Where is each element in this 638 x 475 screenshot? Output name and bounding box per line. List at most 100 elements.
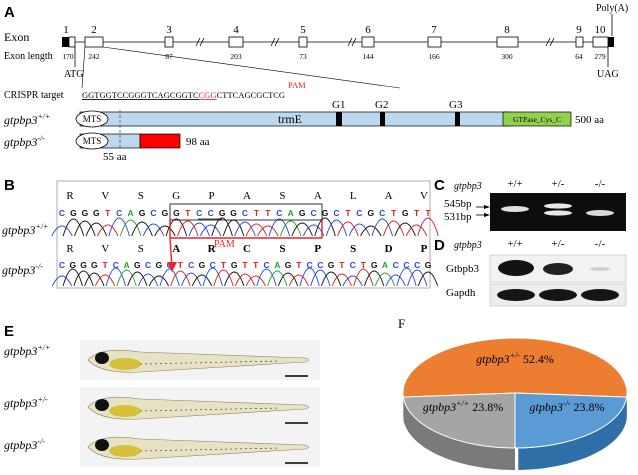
genotype-sup: +/+	[37, 112, 50, 121]
nucleotide: T	[296, 260, 302, 270]
nucleotide: G	[199, 260, 206, 270]
trace-peak	[417, 217, 439, 237]
b-wt-genotype-label: gtpbp3+/+	[2, 222, 48, 237]
exon-numbers: 1 2 3 4 5 6 7 8 9 10	[63, 24, 606, 36]
nucleotide: C	[59, 208, 65, 218]
ko-frameshift-region	[139, 133, 181, 149]
exon-8	[496, 36, 519, 48]
nucleotide: C	[242, 208, 248, 218]
genotype-sup: +/-	[510, 351, 521, 360]
trace-peak	[385, 274, 406, 287]
exon-4	[228, 36, 244, 48]
trace-peak	[127, 271, 148, 287]
nucleotide: A	[288, 208, 294, 218]
exon-lengths: 170 242 87 203 73 144 166 300 64 279	[62, 52, 606, 61]
panel-c-label: C	[434, 177, 445, 194]
nucleotide: T	[345, 208, 351, 218]
pam-label-b: PAM	[214, 239, 235, 250]
deletion-arrowhead	[167, 262, 177, 272]
blot-band	[543, 263, 573, 275]
pam-label-a: PAM	[288, 80, 306, 90]
genotype-sup: -/-	[37, 437, 45, 446]
trace-peak	[105, 267, 126, 287]
trace-peak	[288, 274, 309, 287]
amino-acid: D	[385, 243, 393, 255]
amino-acid: S	[138, 190, 144, 202]
nucleotide: A	[128, 208, 134, 218]
trace-peak	[116, 269, 137, 287]
exon-boxes	[62, 36, 614, 48]
g2-motif	[380, 112, 385, 126]
nucleotide: G	[162, 208, 169, 218]
exon-number: 6	[365, 24, 371, 36]
trace-peak	[353, 268, 374, 287]
ko-genotype-label: gtpbp3-/-	[4, 134, 45, 149]
trace-peak	[142, 223, 165, 237]
nucleotide: T	[254, 208, 260, 218]
amino-acid: A	[314, 190, 322, 202]
pie-slice	[402, 337, 628, 398]
exon-length: 144	[362, 52, 374, 61]
trace-peak	[177, 220, 199, 237]
exon-number: 8	[504, 24, 510, 36]
amino-acid: P	[421, 243, 428, 255]
amino-acid: R	[66, 190, 74, 202]
exon-number: 7	[431, 24, 437, 36]
genotype-name: gtpbp3	[4, 438, 37, 452]
gel-band	[586, 210, 614, 216]
nucleotide: C	[208, 208, 214, 218]
genotype-name: gtpbp3	[4, 113, 37, 127]
exon-number: 10	[595, 24, 607, 36]
g1-label: G1	[332, 99, 345, 111]
gel-band	[501, 206, 529, 212]
trace-peak	[234, 273, 256, 287]
nucleotide: C	[393, 260, 399, 270]
trace-peak	[405, 224, 428, 237]
amino-acid: V	[101, 190, 109, 202]
nucleotide: C	[188, 260, 194, 270]
exon-length: 242	[88, 52, 100, 61]
yolk	[109, 445, 141, 457]
wt-mts-label: MTS	[83, 114, 102, 124]
trace-peak	[85, 222, 108, 237]
exon-3	[164, 36, 174, 48]
larva-photo	[80, 387, 320, 427]
trace-peak	[119, 219, 142, 237]
amino-acid: P	[209, 190, 215, 202]
panel-f: F gtpbp3+/-52.4%gtpbp3+/+23.8%gtpbp3-/-2…	[398, 316, 628, 470]
nucleotide: T	[185, 208, 191, 218]
trace-peak	[342, 275, 363, 287]
nucleotide: G	[425, 260, 432, 270]
exon-10-utr	[608, 37, 614, 47]
nucleotide: T	[265, 208, 271, 218]
gel-band	[544, 210, 572, 216]
blot-band	[590, 267, 610, 271]
crispr-target-label: CRISPR target	[4, 90, 64, 101]
eye	[95, 352, 109, 364]
genotype-sup: +/+	[456, 399, 469, 408]
nucleotide: G	[368, 208, 375, 218]
panel-d-label: D	[434, 237, 445, 254]
genotype-name: gtpbp3	[2, 263, 35, 277]
wt-mts-domain	[75, 110, 109, 128]
exon-number: 3	[166, 24, 172, 36]
nucleotide: T	[221, 260, 227, 270]
e-genotype-label: gtpbp3+/+	[4, 343, 50, 358]
gtpase-label: GTPase_Cys_C	[513, 115, 561, 124]
nucleotide: T	[102, 260, 108, 270]
nucleotide: T	[242, 260, 248, 270]
trace-peak	[97, 224, 119, 237]
blot-band	[498, 260, 534, 276]
genotype-name: gtpbp3	[423, 400, 456, 414]
nucleotide: G	[231, 260, 238, 270]
d-lane-label: +/-	[552, 238, 565, 250]
exon-length: 87	[165, 52, 173, 61]
genotype-sup: -/-	[563, 399, 571, 408]
gene-breaks	[195, 37, 555, 47]
eye	[95, 439, 109, 451]
crispr-sequence: GGTGGTCCGGGTCAGCGGTCCGGCTTCAGCGCTCG	[82, 90, 285, 100]
trace-peak	[199, 224, 222, 237]
nucleotide: C	[356, 208, 362, 218]
nucleotide: G	[80, 260, 87, 270]
